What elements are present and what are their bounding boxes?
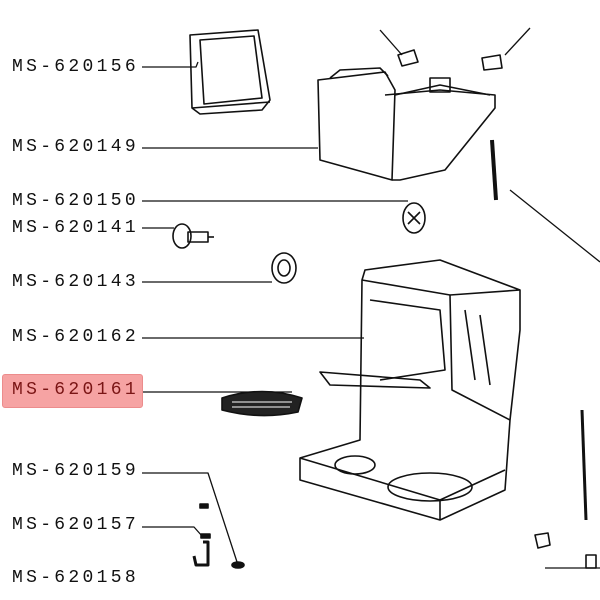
part-elbow <box>192 540 210 567</box>
part-label-ms-620157[interactable]: MS-620157 <box>12 515 139 535</box>
part-label-ms-620149[interactable]: MS-620149 <box>12 137 139 157</box>
part-label-ms-620159[interactable]: MS-620159 <box>12 461 139 481</box>
part-water-tank <box>317 67 496 181</box>
part-label-ms-620161[interactable]: MS-620161 <box>12 380 139 400</box>
part-rod <box>490 139 498 201</box>
selected-part-highlight <box>2 374 143 408</box>
leader-lines <box>142 27 600 569</box>
part-drip-grid <box>221 390 303 417</box>
part-knob <box>402 202 426 234</box>
part-plug <box>231 561 245 569</box>
part-label-ms-620143[interactable]: MS-620143 <box>12 272 139 292</box>
part-label-ms-620141[interactable]: MS-620141 <box>12 218 139 238</box>
part-label-ms-620150[interactable]: MS-620150 <box>12 191 139 211</box>
part-connector <box>534 532 551 549</box>
part-ring <box>271 252 297 284</box>
part-washer <box>200 533 211 539</box>
part-label-ms-620162[interactable]: MS-620162 <box>12 327 139 347</box>
part-selector <box>172 223 214 249</box>
part-label-ms-620156[interactable]: MS-620156 <box>12 57 139 77</box>
part-cover <box>189 29 271 115</box>
part-housing <box>299 259 521 521</box>
part-latch <box>481 54 503 71</box>
part-fitting <box>585 554 597 569</box>
part-clip <box>397 49 419 67</box>
part-seal <box>199 503 209 509</box>
part-tube <box>580 409 588 521</box>
part-label-ms-620158[interactable]: MS-620158 <box>12 568 139 588</box>
